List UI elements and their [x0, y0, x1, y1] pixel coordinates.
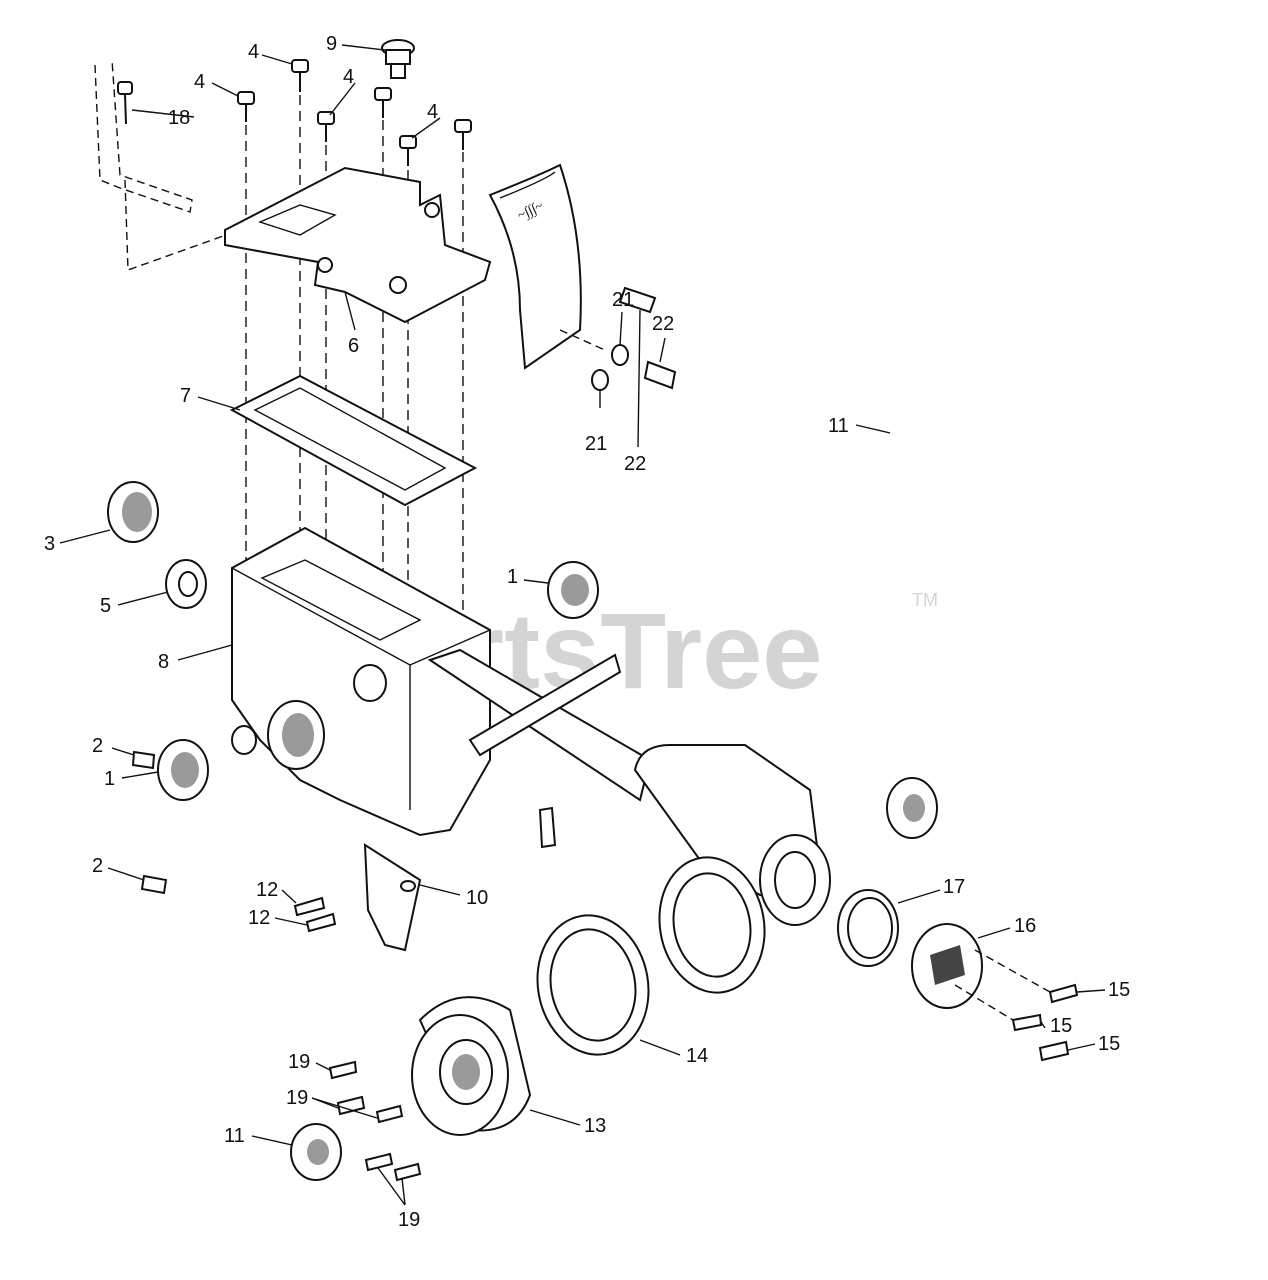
part-8-gear-housing[interactable]	[231, 526, 491, 837]
part-11-seals[interactable]	[290, 777, 938, 1181]
part-5-seal[interactable]	[165, 559, 207, 609]
callout-15-a: 15	[1108, 979, 1130, 1001]
callout-15-b: 15	[1050, 1015, 1072, 1037]
callout-11-b: 11	[224, 1125, 245, 1147]
part-12-screws[interactable]	[293, 896, 337, 933]
watermark-trademark: TM	[912, 590, 938, 610]
callout-14: 14	[686, 1045, 708, 1067]
callout-21-b: 21	[585, 433, 607, 455]
callout-4-a: 4	[248, 41, 259, 63]
callout-19-c: 19	[398, 1209, 420, 1231]
callout-21-a: 21	[612, 289, 634, 311]
part-13-hub-housing[interactable]	[411, 996, 532, 1136]
part-6-cover-plate[interactable]	[224, 166, 492, 324]
part-3-bearing-cup[interactable]	[107, 481, 159, 543]
callout-labels: 18 4 4 4 4 9 6 7 3 5 8 1 2 1 2 12 12 10 …	[44, 33, 1130, 1231]
decal-shield[interactable]: ~∫∫∫~	[488, 163, 582, 370]
callout-18: 18	[168, 107, 190, 129]
leader-lines	[59, 44, 1106, 1206]
callout-7: 7	[180, 385, 191, 407]
callout-6: 6	[348, 335, 359, 357]
part-16-end-cap[interactable]	[911, 923, 983, 1009]
callout-19-b: 19	[286, 1087, 308, 1109]
callout-22-a: 22	[652, 313, 674, 335]
callout-5: 5	[100, 595, 111, 617]
callout-11-a: 11	[828, 415, 849, 437]
callout-3: 3	[44, 533, 55, 555]
callout-1-b: 1	[104, 768, 115, 790]
callout-4-c: 4	[343, 66, 354, 88]
callout-12-b: 12	[248, 907, 270, 929]
callout-22-b: 22	[624, 453, 646, 475]
part-9-vent-plug[interactable]	[381, 39, 415, 79]
callout-9: 9	[326, 33, 337, 55]
callout-2-b: 2	[92, 855, 103, 877]
callout-8: 8	[158, 651, 169, 673]
callout-4-b: 4	[194, 71, 205, 93]
part-14-gasket[interactable]	[527, 907, 660, 1064]
part-19-screws[interactable]	[328, 1060, 422, 1182]
callout-13: 13	[584, 1115, 606, 1137]
callout-17: 17	[943, 876, 965, 898]
part-10-bracket[interactable]	[363, 843, 422, 952]
part-17-gasket[interactable]	[837, 889, 899, 967]
callout-4-d: 4	[427, 101, 438, 123]
callout-2-a: 2	[92, 735, 103, 757]
callout-16: 16	[1014, 915, 1036, 937]
callout-19-a: 19	[288, 1051, 310, 1073]
axle-tube[interactable]	[427, 648, 831, 926]
part-15-screws[interactable]	[954, 949, 1079, 1062]
callout-15-c: 15	[1098, 1033, 1120, 1055]
part-1-bearings[interactable]	[157, 561, 599, 801]
part-18-bracket[interactable]	[94, 59, 241, 271]
callout-1-a: 1	[507, 566, 518, 588]
part-7-gasket[interactable]	[229, 374, 478, 507]
callout-10: 10	[466, 887, 488, 909]
part-2-plugs[interactable]	[131, 750, 168, 895]
callout-12-a: 12	[256, 879, 278, 901]
tine-housing-flange[interactable]	[649, 849, 775, 1001]
